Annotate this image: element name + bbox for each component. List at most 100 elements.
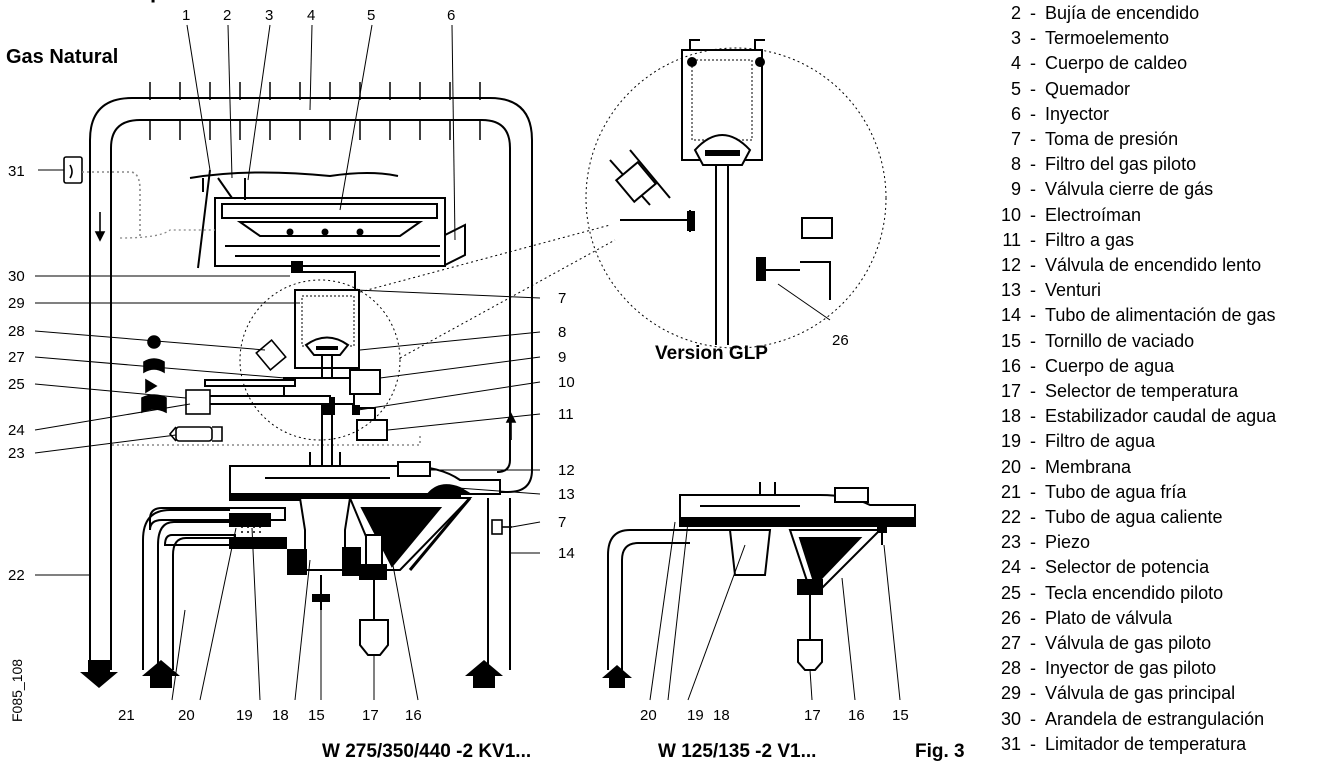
legend-item: 4-Cuerpo de caldeo bbox=[985, 51, 1187, 75]
legend-number: 28 bbox=[1000, 658, 1021, 679]
callout-top-2: 2 bbox=[223, 7, 231, 24]
legend-dash: - bbox=[1030, 28, 1036, 49]
legend-text: Estabilizador caudal de agua bbox=[1045, 406, 1277, 427]
legend-text: Bujía de encendido bbox=[1045, 3, 1200, 23]
legend-number: 9 bbox=[1010, 179, 1021, 200]
legend-item: 10-Electroíman bbox=[985, 203, 1141, 227]
legend-item: 21-Tubo de agua fría bbox=[985, 480, 1186, 504]
legend-dash: - bbox=[1030, 204, 1036, 225]
callout-right-14: 14 bbox=[558, 545, 575, 562]
legend-item: 30-Arandela de estrangulación bbox=[985, 707, 1264, 731]
legend-dash: - bbox=[1030, 3, 1036, 23]
legend-item: 12-Válvula de encendido lento bbox=[985, 253, 1261, 277]
callout-left-23: 23 bbox=[8, 445, 25, 462]
legend-number: 18 bbox=[1000, 406, 1021, 427]
callout-left-27: 27 bbox=[8, 349, 25, 366]
model-main-label: W 275/350/440 -2 KV1... bbox=[322, 741, 531, 762]
legend-text: Selector de temperatura bbox=[1045, 381, 1239, 401]
image-code: F085_108 bbox=[9, 659, 25, 722]
legend-text: Toma de presión bbox=[1045, 129, 1179, 149]
legend-text: Arandela de estrangulación bbox=[1045, 708, 1265, 729]
callout-right-13: 13 bbox=[558, 486, 575, 503]
legend-number: 31 bbox=[1000, 733, 1021, 754]
legend-text: Cuerpo de agua bbox=[1045, 355, 1175, 376]
legend-item: 7-Toma de presión bbox=[985, 127, 1178, 151]
legend-dash: - bbox=[1030, 507, 1036, 527]
legend-dash: - bbox=[1030, 708, 1036, 729]
callout-bottom-21: 21 bbox=[118, 707, 135, 724]
legend-dash: - bbox=[1030, 532, 1036, 553]
legend-number: 30 bbox=[1000, 708, 1021, 729]
callout-bottom-16: 16 bbox=[405, 707, 422, 724]
legend-dash: - bbox=[1030, 229, 1036, 250]
bottom-callouts-main: 21 20 19 18 15 17 16 bbox=[118, 707, 422, 724]
leader-lines bbox=[34, 24, 901, 701]
legend-text: Tubo de agua fría bbox=[1045, 481, 1187, 502]
legend-item: 22-Tubo de agua caliente bbox=[985, 505, 1223, 529]
gas-type-label: Gas Natural bbox=[6, 46, 118, 68]
heat-exchanger-fins bbox=[149, 82, 481, 140]
legend-item: 9-Válvula cierre de gás bbox=[985, 177, 1213, 201]
callout-right-9: 9 bbox=[558, 349, 566, 366]
legend-number: 24 bbox=[1000, 557, 1021, 578]
water-pipes bbox=[142, 509, 230, 670]
legend-text: Válvula de gas piloto bbox=[1045, 633, 1212, 653]
water-body-small bbox=[607, 482, 916, 671]
callout-left-22: 22 bbox=[8, 567, 25, 584]
legend-number: 17 bbox=[1000, 381, 1021, 401]
legend-number: 3 bbox=[1010, 28, 1021, 49]
callout-left-31: 31 bbox=[8, 163, 25, 180]
legend-number: 12 bbox=[1000, 255, 1021, 275]
legend-dash: - bbox=[1030, 582, 1036, 603]
callout-right-7a: 7 bbox=[558, 290, 566, 307]
burner-assembly bbox=[119, 169, 466, 269]
legend-text: Válvula de gas principal bbox=[1045, 683, 1236, 704]
legend-dash: - bbox=[1030, 154, 1036, 175]
legend-item: 3-Termoelemento bbox=[985, 26, 1169, 50]
legend-text: Venturi bbox=[1045, 280, 1102, 301]
callout-left-24: 24 bbox=[8, 422, 25, 439]
legend-dash: - bbox=[1030, 355, 1036, 376]
left-callouts: 31 30 29 28 27 25 24 23 22 bbox=[8, 163, 25, 584]
legend-text: Tornillo de vaciado bbox=[1045, 330, 1195, 351]
legend-dash: - bbox=[1030, 683, 1036, 704]
legend-dash: - bbox=[1030, 381, 1036, 401]
callout-right-11: 11 bbox=[558, 406, 574, 423]
pressure-port bbox=[491, 519, 512, 535]
legend-item: 15-Tornillo de vaciado bbox=[985, 329, 1194, 353]
version-glp-label: Version GLP bbox=[655, 343, 768, 364]
legend-text: Inyector de gas piloto bbox=[1045, 658, 1217, 679]
legend-dash: - bbox=[1030, 103, 1036, 124]
callout-small-20: 20 bbox=[640, 707, 657, 724]
legend-dash: - bbox=[1030, 305, 1036, 326]
legend-number: 7 bbox=[1010, 129, 1021, 149]
legend-dash: - bbox=[1030, 406, 1036, 427]
legend-text: Limitador de temperatura bbox=[1045, 733, 1247, 754]
legend-text: Quemador bbox=[1045, 78, 1131, 99]
legend-item: 19-Filtro de agua bbox=[985, 429, 1155, 453]
callout-bottom-18: 18 bbox=[272, 707, 289, 724]
legend-number: 21 bbox=[1000, 481, 1021, 502]
legend-item: 26-Plato de válvula bbox=[985, 606, 1172, 630]
legend-number: 8 bbox=[1010, 154, 1021, 175]
legend-number: 5 bbox=[1010, 78, 1021, 99]
legend-item: 5-Quemador bbox=[985, 77, 1130, 101]
legend-item: 6-Inyector bbox=[985, 102, 1109, 126]
callout-small-19: 19 bbox=[687, 707, 704, 724]
legend-item: 8-Filtro del gas piloto bbox=[985, 152, 1196, 176]
legend-number: 23 bbox=[1000, 532, 1021, 553]
callout-top-3: 3 bbox=[265, 7, 273, 24]
legend-item: 11-Filtro a gas bbox=[985, 228, 1134, 252]
legend-item: 13-Venturi bbox=[985, 278, 1101, 302]
legend-dash: - bbox=[1030, 255, 1036, 275]
legend-dash: - bbox=[1030, 733, 1036, 754]
legend-dash: - bbox=[1030, 633, 1036, 653]
callout-bottom-19: 19 bbox=[236, 707, 253, 724]
legend-number: 11 bbox=[1002, 229, 1021, 250]
figure-label: Fig. 3 bbox=[915, 741, 965, 762]
legend-dash: - bbox=[1030, 129, 1036, 149]
legend-number: 16 bbox=[1000, 355, 1021, 376]
callout-left-29: 29 bbox=[8, 295, 25, 312]
callout-small-17: 17 bbox=[804, 707, 821, 724]
